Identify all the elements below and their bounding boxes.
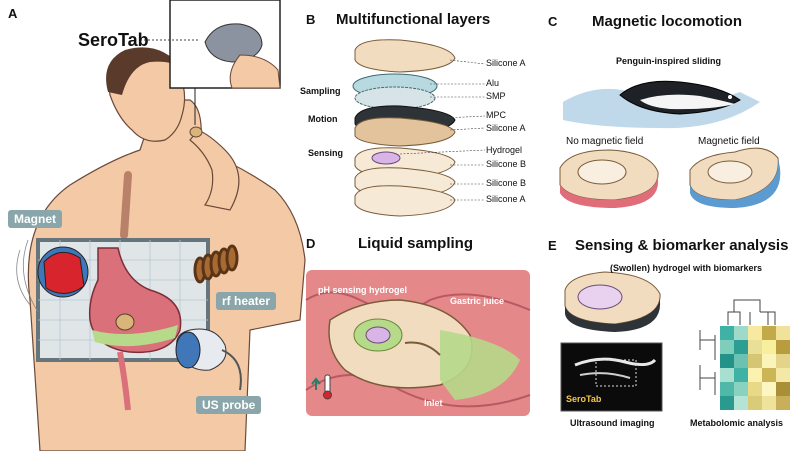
layer-leader-lines (399, 59, 486, 201)
stomach (88, 247, 182, 354)
gastric-juice-label: Gastric juice (450, 296, 505, 306)
field-label: Magnetic field (698, 136, 760, 147)
tag-us-probe: US probe (196, 396, 262, 414)
layer-label: Silicone B (486, 159, 527, 169)
penguin-caption: Penguin-inspired sliding (616, 56, 722, 66)
ph-hydrogel-label: pH sensing hydrogel (318, 285, 408, 295)
no-field-label: No magnetic field (566, 136, 644, 147)
penguin-scene (563, 80, 760, 129)
hydrogel-biomarker-label: (Swollen) hydrogel with biomarkers (610, 263, 763, 273)
layer-label: Silicone A (486, 58, 526, 68)
layer-label: Silicone A (486, 194, 526, 204)
serotab-with-field (689, 147, 781, 208)
layer-label: Silicone B (486, 178, 527, 188)
ultrasound-serotab-tag: SeroTab (566, 394, 602, 404)
group-sensing: Sensing (308, 148, 344, 158)
layer-stack (352, 39, 456, 217)
panel-letter-b: B (306, 12, 316, 27)
layer-label: Alu (486, 78, 500, 88)
tag-rf-heater: rf heater (216, 292, 277, 310)
ultrasound-caption: Ultrasound imaging (570, 418, 655, 428)
magnet (16, 239, 89, 313)
inlet-label: Inlet (424, 398, 443, 408)
panel-letter-a: A (8, 6, 18, 21)
serotab-label: SeroTab (78, 30, 149, 50)
group-sampling: Sampling (300, 86, 341, 96)
layer-label: Silicone A (486, 123, 526, 133)
panel-e-title: Sensing & biomarker analysis (575, 237, 789, 254)
ultrasound-image (560, 342, 663, 412)
panel-b-title: Multifunctional layers (336, 11, 491, 28)
stomach-interior (305, 270, 531, 416)
serotab-no-field (559, 149, 659, 208)
metabolomic-heatmap (699, 299, 790, 410)
panel-d-title: Liquid sampling (358, 235, 473, 252)
panel-letter-e: E (548, 238, 557, 253)
swollen-hydrogel-tab (564, 271, 661, 332)
group-motion: Motion (308, 114, 338, 124)
metabolomic-caption: Metabolomic analysis (690, 418, 784, 428)
serotab-callout (140, 0, 281, 125)
panel-letter-c: C (548, 14, 558, 29)
layer-label: SMP (486, 91, 506, 101)
layer-label: Hydrogel (486, 145, 523, 155)
us-probe (175, 328, 242, 391)
rf-heater-coil (193, 244, 239, 284)
tag-magnet: Magnet (8, 210, 62, 228)
layer-label: MPC (486, 110, 506, 120)
panel-letter-d: D (306, 236, 316, 251)
panel-c-title: Magnetic locomotion (592, 13, 742, 30)
